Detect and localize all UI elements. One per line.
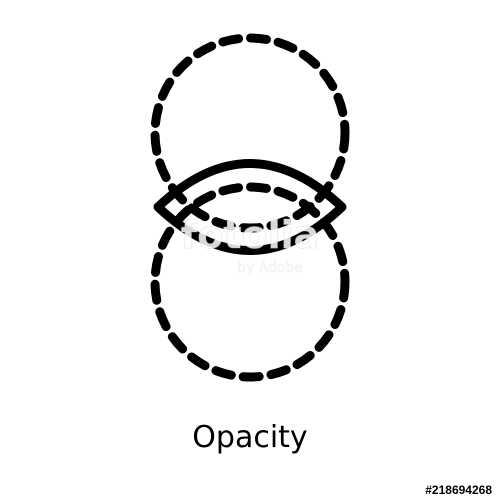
intersection-lens: [153, 159, 347, 255]
top-dashed-circle: [150, 33, 350, 233]
icon-caption: Opacity: [192, 420, 308, 455]
bottom-dashed-circle: [150, 182, 350, 382]
stock-image-id: #218694268: [423, 482, 494, 498]
